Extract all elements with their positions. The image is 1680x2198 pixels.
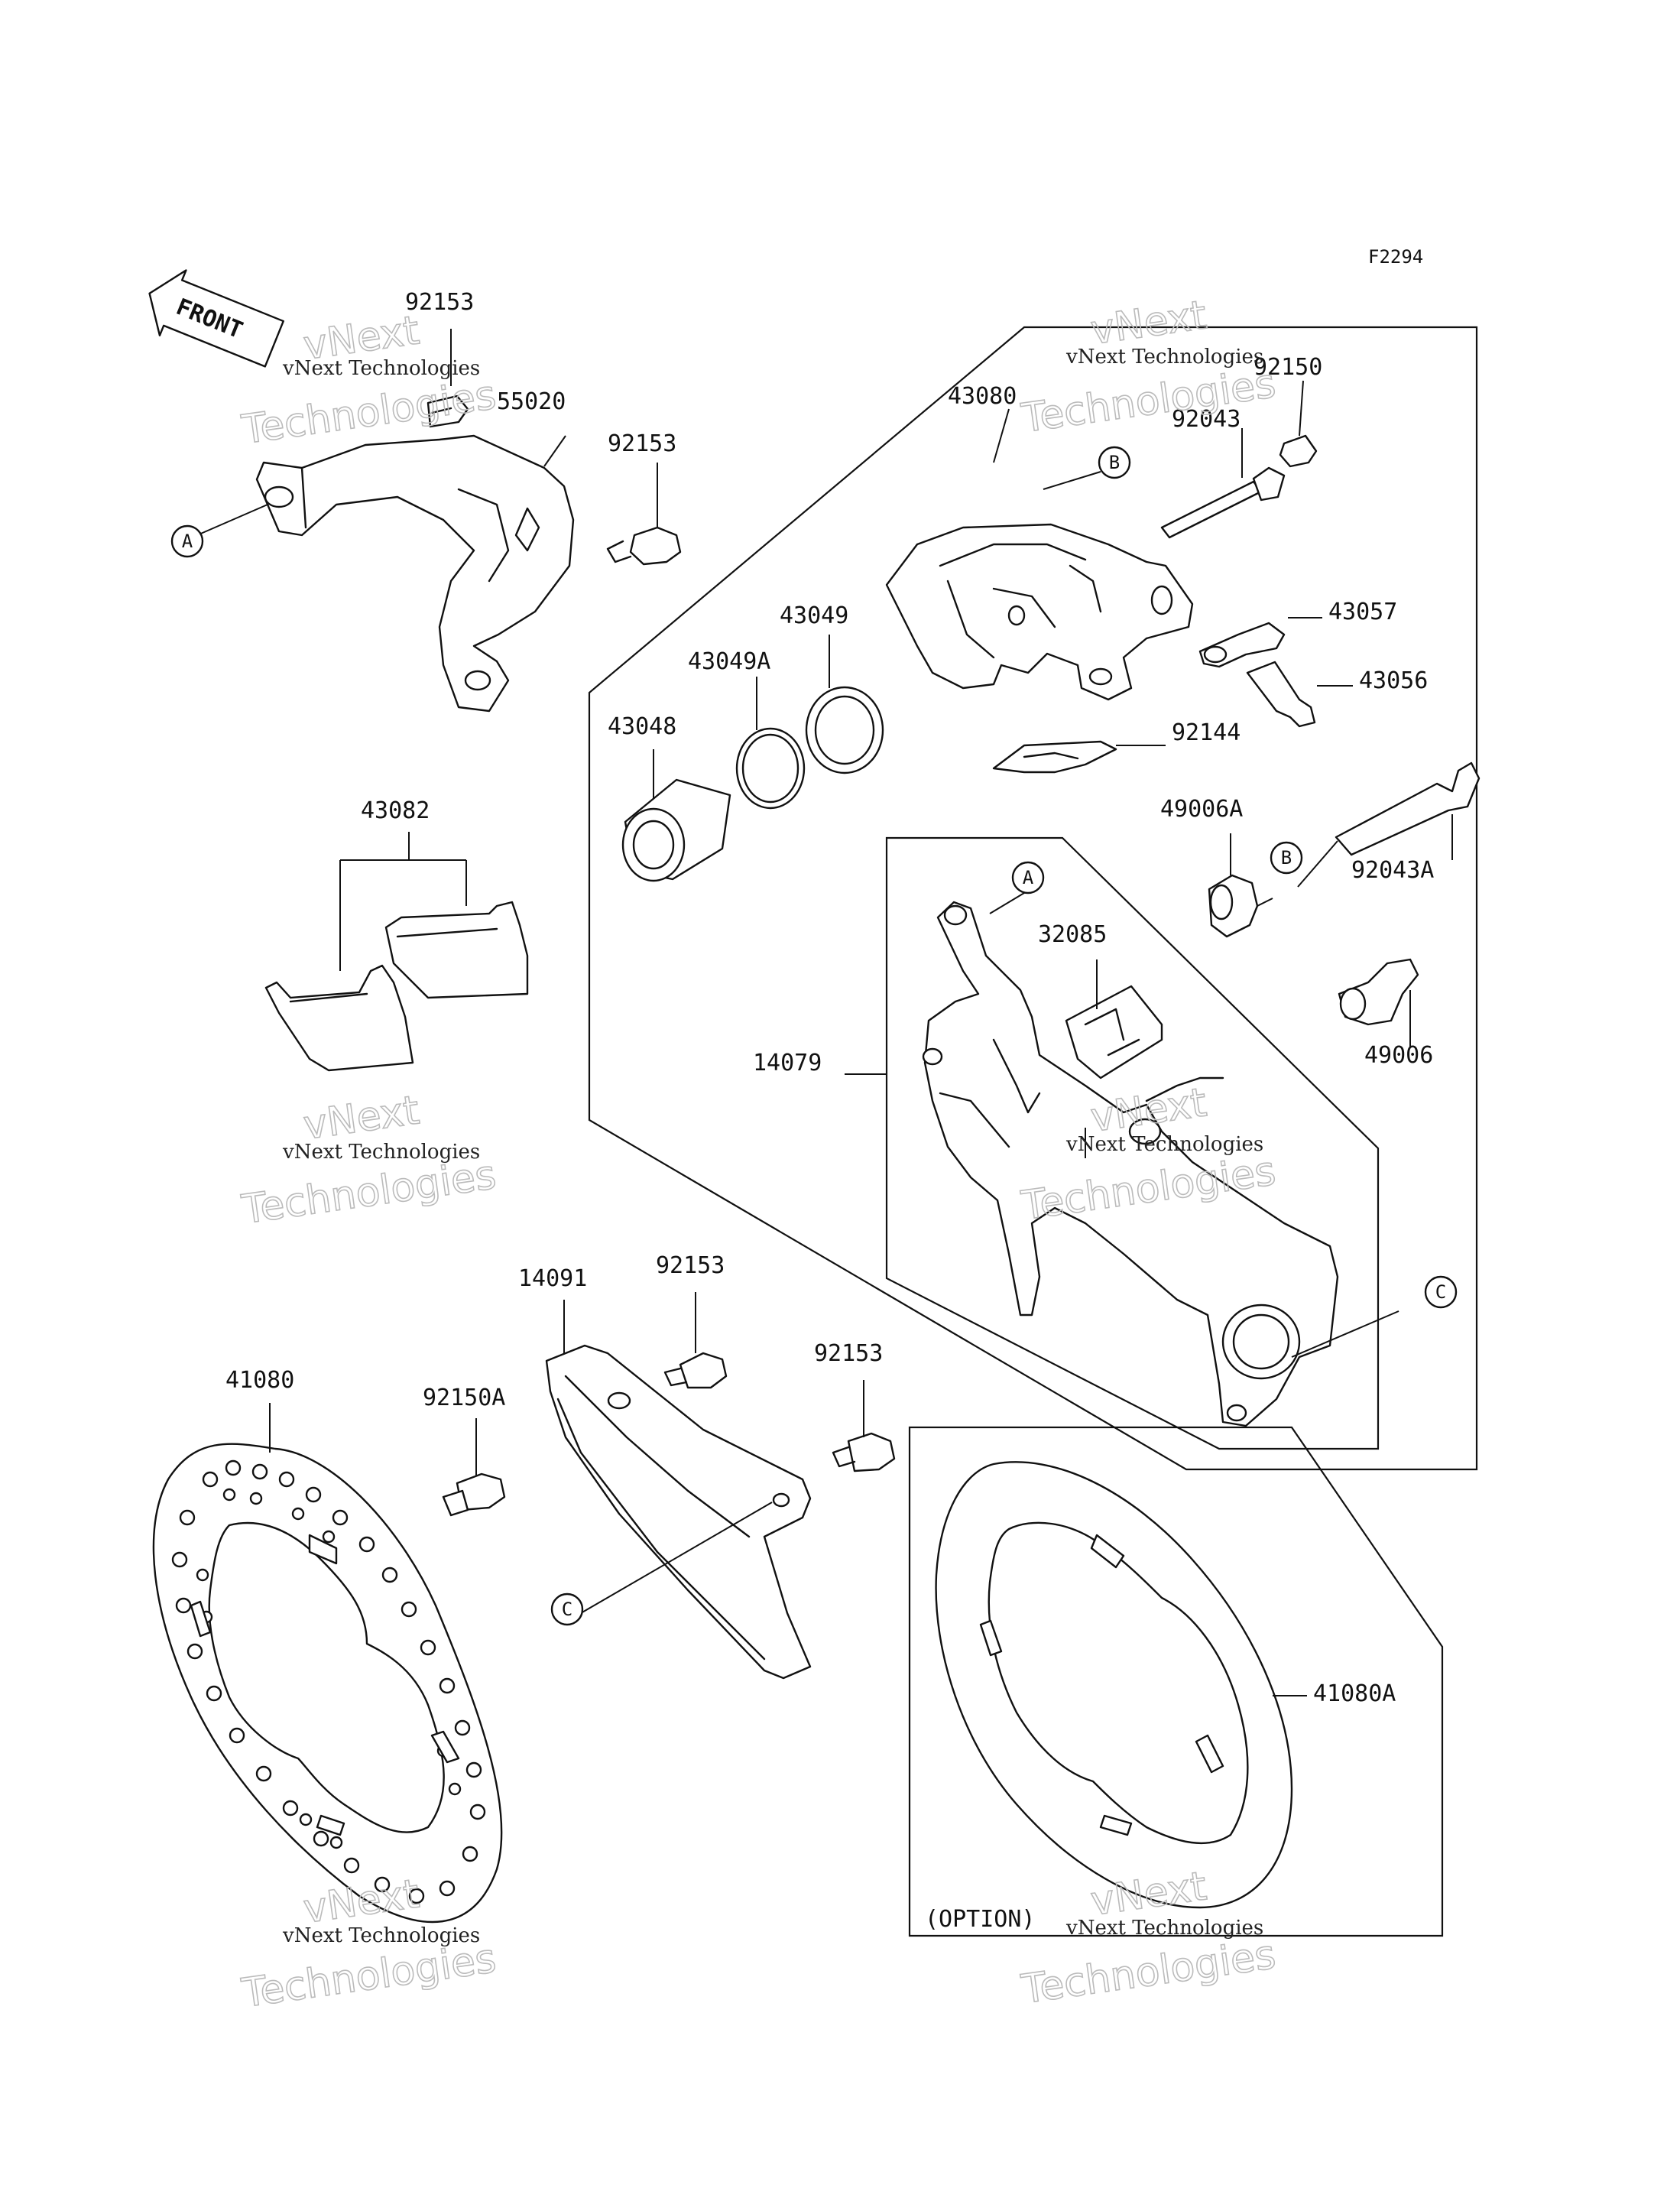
part-label-49006: 49006 <box>1364 1042 1433 1069</box>
figure-code: F2294 <box>1368 246 1423 268</box>
callout-b-top: B <box>1098 446 1131 479</box>
part-label-41080a: 41080A <box>1313 1680 1396 1707</box>
svg-text:Technologies: Technologies <box>238 1152 498 1233</box>
part-label-41080: 41080 <box>225 1367 294 1394</box>
part-label-55020: 55020 <box>497 388 566 415</box>
boot-49006a <box>1208 874 1259 938</box>
svg-text:vNext Technologies: vNext Technologies <box>1065 1133 1263 1156</box>
callout-c-right: C <box>1424 1275 1458 1309</box>
part-label-92153-b: 92153 <box>608 430 676 457</box>
part-label-92150a: 92150A <box>423 1385 505 1411</box>
svg-text:A: A <box>1023 867 1034 888</box>
guard-14091 <box>545 1344 812 1680</box>
part-label-43080: 43080 <box>948 383 1017 410</box>
svg-text:vNext Technologies: vNext Technologies <box>1065 346 1263 368</box>
part-label-92153-top: 92153 <box>405 289 474 316</box>
svg-text:vNext: vNext <box>1088 292 1209 354</box>
part-label-43057: 43057 <box>1328 599 1397 625</box>
svg-text:B: B <box>1109 452 1120 473</box>
brake-disc-41080 <box>152 1443 503 1924</box>
part-label-14079: 14079 <box>753 1050 822 1076</box>
part-label-92150: 92150 <box>1254 354 1322 381</box>
part-label-43049: 43049 <box>780 602 848 629</box>
svg-text:vNext Technologies: vNext Technologies <box>282 1141 480 1164</box>
svg-text:vNext: vNext <box>300 1087 422 1149</box>
part-label-14091: 14091 <box>518 1265 587 1292</box>
bolt-92153-top <box>426 394 469 428</box>
part-label-43049a: 43049A <box>688 648 770 675</box>
brake-pads-43082 <box>264 901 529 1072</box>
svg-text:Technologies: Technologies <box>1018 1932 1278 2013</box>
brake-disc-41080a <box>935 1461 1293 1909</box>
bolt-92150a <box>442 1472 506 1517</box>
pin-92043 <box>1160 466 1286 539</box>
svg-text:vNext: vNext <box>1088 1080 1209 1141</box>
bleeder-43056 <box>1246 661 1316 728</box>
caliper-43080 <box>885 523 1194 701</box>
part-label-92043a: 92043A <box>1351 857 1434 884</box>
svg-text:Technologies: Technologies <box>238 1936 498 2017</box>
part-label-92153-d: 92153 <box>814 1340 883 1367</box>
part-label-43048: 43048 <box>608 713 676 740</box>
bracket-assembly-frame <box>885 836 1380 1450</box>
seal-43049 <box>805 686 884 774</box>
svg-text:vNext: vNext <box>300 1871 422 1933</box>
callout-a-top: A <box>170 524 204 558</box>
callout-a-mid: A <box>1011 861 1045 894</box>
clip-32085 <box>1065 985 1163 1080</box>
callout-c-left: C <box>550 1592 584 1626</box>
leader-lines <box>196 329 1453 1696</box>
part-label-32085: 32085 <box>1038 921 1107 948</box>
part-label-49006a: 49006A <box>1160 796 1243 823</box>
option-frame <box>908 1426 1444 1937</box>
cap-43057 <box>1198 622 1286 668</box>
part-label-92153-c: 92153 <box>656 1252 725 1279</box>
bolt-92153-c <box>663 1352 728 1389</box>
svg-text:C: C <box>562 1599 572 1620</box>
callout-b-mid: B <box>1270 841 1303 875</box>
bracket-55020 <box>255 434 575 713</box>
svg-text:vNext Technologies: vNext Technologies <box>282 1924 480 1947</box>
boot-49006 <box>1338 958 1419 1026</box>
svg-text:C: C <box>1435 1281 1446 1303</box>
plug-92150 <box>1279 434 1318 468</box>
bracket-14079 <box>922 901 1339 1427</box>
bolt-92153-d <box>832 1432 896 1472</box>
svg-text:A: A <box>182 531 193 552</box>
part-label-43082: 43082 <box>361 797 430 824</box>
pin-92043a <box>1335 761 1481 856</box>
caliper-assembly-frame <box>588 326 1478 1471</box>
option-label: (OPTION) <box>925 1906 1036 1933</box>
watermark-3: vNext Technologies vNext Technologies <box>238 1087 500 1234</box>
svg-text:vNext Technologies: vNext Technologies <box>282 357 480 380</box>
svg-text:vNext Technologies: vNext Technologies <box>1065 1917 1263 1940</box>
seal-43049a <box>735 727 806 810</box>
svg-text:B: B <box>1281 847 1292 868</box>
bolt-92153-b <box>606 526 682 566</box>
part-label-92043: 92043 <box>1172 406 1241 433</box>
part-label-92144: 92144 <box>1172 719 1241 746</box>
piston-43048 <box>621 778 731 882</box>
part-label-43056: 43056 <box>1359 667 1428 694</box>
spring-92144 <box>992 740 1117 774</box>
front-arrow-icon: FRONT <box>148 269 284 368</box>
